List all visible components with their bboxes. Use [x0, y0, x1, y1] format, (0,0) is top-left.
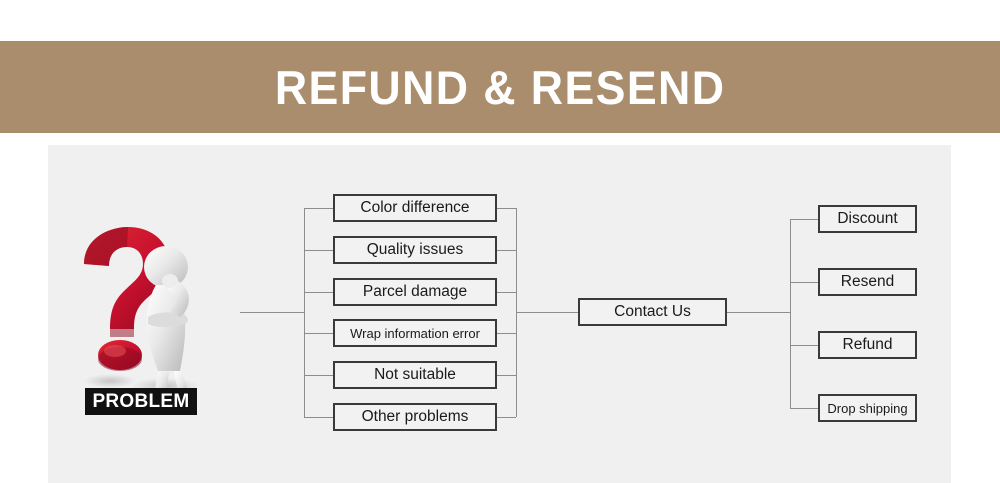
solution-box-refund[interactable]: Refund	[818, 331, 917, 359]
connector-left-branch-2	[304, 250, 333, 251]
connector-right-branch-2	[497, 250, 516, 251]
connector-right-branch-1	[497, 208, 516, 209]
solution-box-drop-shipping[interactable]: Drop shipping	[818, 394, 917, 422]
page-title: REFUND & RESEND	[274, 60, 726, 114]
problem-box-label: Color difference	[360, 199, 470, 217]
connector-left-branch-4	[304, 333, 333, 334]
solution-box-label: Resend	[840, 273, 895, 291]
problem-box-label: Not suitable	[374, 366, 456, 384]
connector-solutions-trunk	[790, 219, 791, 408]
problem-box-color-difference[interactable]: Color difference	[333, 194, 497, 222]
problem-box-parcel-damage[interactable]: Parcel damage	[333, 278, 497, 306]
connector-solution-branch-4	[790, 408, 818, 409]
connector-left-branch-1	[304, 208, 333, 209]
flowchart-panel	[48, 145, 951, 483]
connector-right-branch-3	[497, 292, 516, 293]
contact-us-label: Contact Us	[614, 303, 691, 321]
problem-label: PROBLEM	[85, 388, 197, 415]
connector-left-branch-3	[304, 292, 333, 293]
connector-collector-to-hub	[516, 312, 578, 313]
problem-box-label: Other problems	[361, 408, 469, 426]
connector-problem-to-trunk	[240, 312, 304, 313]
solution-box-resend[interactable]: Resend	[818, 268, 917, 296]
problem-box-label: Quality issues	[366, 241, 464, 259]
problem-icon	[70, 225, 220, 421]
connector-right-branch-6	[497, 417, 516, 418]
connector-left-branch-6	[304, 417, 333, 418]
solution-box-label: Refund	[842, 336, 893, 354]
problem-box-label: Parcel damage	[362, 283, 468, 301]
problem-box-other-problems[interactable]: Other problems	[333, 403, 497, 431]
solution-box-discount[interactable]: Discount	[818, 205, 917, 233]
contact-us-box[interactable]: Contact Us	[578, 298, 727, 326]
question-mark-icon	[84, 227, 199, 403]
connector-solution-branch-2	[790, 282, 818, 283]
connector-solution-branch-1	[790, 219, 818, 220]
problem-box-wrap-information-error[interactable]: Wrap information error	[333, 319, 497, 347]
connector-left-trunk	[304, 208, 305, 417]
connector-right-branch-4	[497, 333, 516, 334]
connector-right-branch-5	[497, 375, 516, 376]
solution-box-label: Discount	[837, 210, 898, 228]
problem-box-quality-issues[interactable]: Quality issues	[333, 236, 497, 264]
solution-box-label: Drop shipping	[827, 400, 908, 416]
connector-left-branch-5	[304, 375, 333, 376]
problem-box-label: Wrap information error	[350, 325, 480, 341]
connector-solution-branch-3	[790, 345, 818, 346]
connector-hub-to-trunk	[727, 312, 790, 313]
page-banner: REFUND & RESEND	[0, 41, 1000, 133]
problem-box-not-suitable[interactable]: Not suitable	[333, 361, 497, 389]
